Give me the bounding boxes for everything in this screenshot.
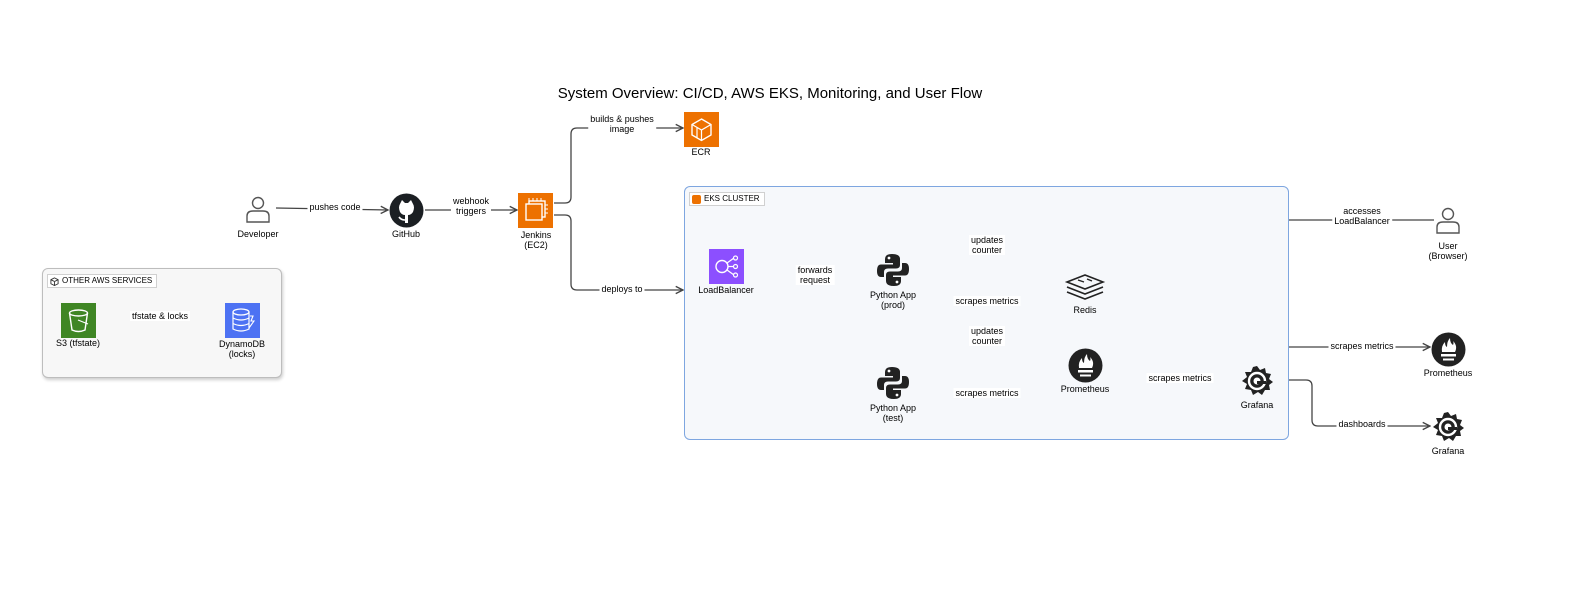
diagram-title: System Overview: CI/CD, AWS EKS, Monitor…	[557, 85, 983, 102]
ecr-node[interactable]	[684, 112, 719, 147]
grafana-external-label: Grafana	[1431, 446, 1465, 456]
edge-label-scrapes-prod: scrapes metrics	[953, 296, 1021, 306]
edge-label-pushes-code: pushes code	[307, 202, 363, 212]
python-test-label: Python App (test)	[869, 403, 917, 423]
dynamodb-icon	[225, 303, 260, 338]
redis-icon	[1064, 274, 1106, 300]
jenkins-label: Jenkins (EC2)	[521, 230, 552, 250]
jenkins-label-text: Jenkins (EC2)	[520, 230, 552, 250]
s3-node[interactable]	[61, 303, 96, 338]
redis-label: Redis	[1073, 305, 1097, 315]
edge-label-dashboards: dashboards	[1336, 419, 1388, 429]
loadbalancer-label: LoadBalancer	[698, 285, 754, 295]
edge-label-updates-prod: updates counter	[968, 235, 1006, 255]
grafana-label: Grafana	[1240, 400, 1274, 410]
grafana-icon	[1242, 366, 1273, 395]
edge-label-tfstate: tfstate & locks	[129, 311, 191, 321]
edge-label-updates-test: updates counter	[968, 326, 1006, 346]
jenkins-node[interactable]	[518, 193, 553, 228]
python-test-node[interactable]	[876, 366, 910, 400]
python-icon	[877, 254, 909, 286]
ec2-icon	[518, 193, 553, 228]
grafana-icon	[1433, 412, 1464, 441]
user-node[interactable]	[1435, 207, 1461, 235]
python-prod-label: Python App (prod)	[869, 290, 917, 310]
prometheus-label: Prometheus	[1060, 384, 1110, 394]
other-aws-services-label: OTHER AWS SERVICES	[62, 276, 153, 285]
edge-grafana-external	[1275, 379, 1430, 426]
edge-label-builds-pushes: builds & pushes image	[588, 114, 656, 134]
other-aws-services-tag: OTHER AWS SERVICES	[47, 274, 158, 288]
edge-jenkins-eks	[554, 214, 683, 290]
prometheus-external-node[interactable]	[1431, 332, 1466, 367]
github-node[interactable]	[389, 193, 424, 228]
eks-icon	[692, 194, 701, 204]
prometheus-node[interactable]	[1068, 348, 1103, 383]
eks-cluster-group	[684, 186, 1289, 440]
github-icon	[389, 193, 424, 228]
python-prod-node[interactable]	[876, 253, 910, 287]
edge-label-forwards: forwards request	[795, 265, 835, 285]
grafana-external-node[interactable]	[1431, 410, 1465, 444]
person-icon	[246, 196, 270, 223]
eks-cluster-tag: EKS CLUSTER	[689, 192, 765, 206]
prometheus-external-label: Prometheus	[1423, 368, 1473, 378]
ecr-label: ECR	[691, 147, 711, 157]
prometheus-icon	[1068, 348, 1103, 383]
github-label: GitHub	[391, 229, 421, 239]
edge-label-scrapes-test: scrapes metrics	[953, 388, 1021, 398]
grafana-node[interactable]	[1240, 364, 1274, 398]
edge-label-scrapes-grafana: scrapes metrics	[1146, 373, 1214, 383]
loadbalancer-node[interactable]	[709, 249, 744, 284]
edge-label-accesses: accesses LoadBalancer	[1332, 206, 1392, 226]
developer-label: Developer	[237, 229, 279, 239]
person-icon	[1436, 207, 1460, 234]
prometheus-icon	[1431, 332, 1466, 367]
s3-bucket-icon	[61, 303, 96, 338]
edge-label-webhook: webhook triggers	[450, 196, 492, 216]
edge-label-scrapes-external: scrapes metrics	[1328, 341, 1396, 351]
ecr-icon	[684, 112, 719, 147]
s3-label: S3 (tfstate)	[55, 338, 101, 348]
dynamodb-node[interactable]	[225, 303, 260, 338]
python-icon	[877, 367, 909, 399]
eks-cluster-label: EKS CLUSTER	[704, 194, 760, 203]
dynamodb-label: DynamoDB (locks)	[218, 339, 266, 359]
edge-label-deploys-to: deploys to	[599, 284, 645, 294]
user-label: User (Browser)	[1428, 241, 1468, 261]
developer-node[interactable]	[245, 196, 271, 224]
redis-node[interactable]	[1064, 270, 1106, 302]
elb-icon	[709, 249, 744, 284]
cube-icon	[50, 276, 59, 286]
edge-jenkins-ecr	[554, 128, 683, 204]
